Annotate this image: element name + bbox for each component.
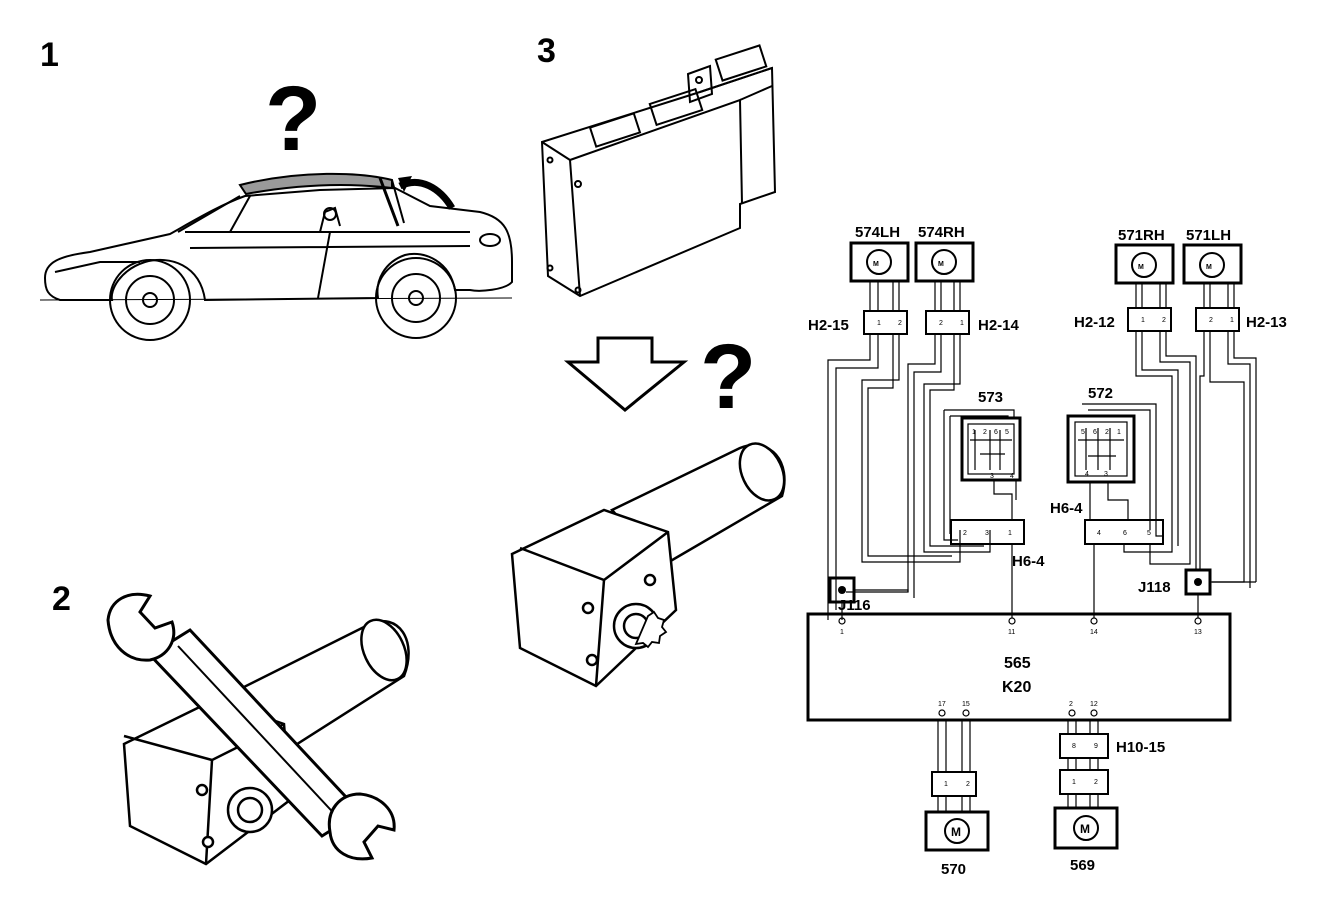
- pin-label: 4: [1085, 471, 1089, 478]
- pin-label: 2: [963, 530, 967, 537]
- pin-label: 2: [1209, 317, 1213, 324]
- connector-label-h2-13: H2-13: [1246, 314, 1287, 331]
- pin-label: 4: [1097, 530, 1101, 537]
- convertible-car-illustration: [39, 186, 513, 341]
- motor-symbol: M: [951, 825, 961, 839]
- connector-label-h10-15: H10-15: [1116, 739, 1165, 756]
- pin-label: 1: [1072, 779, 1076, 786]
- pin-label: 1: [1117, 429, 1121, 436]
- connector-h2-13: [1195, 307, 1240, 332]
- connector-h2-15: [863, 310, 908, 335]
- control-unit-code: K20: [1002, 679, 1031, 696]
- pin-label: 2: [939, 320, 943, 327]
- motor-symbol: M: [1206, 264, 1212, 271]
- pin-label: 5: [1081, 429, 1085, 436]
- connector-h2-12: [1127, 307, 1172, 332]
- motor-label-571rh: 571RH: [1118, 227, 1165, 244]
- splice-label-j118: J118: [1138, 579, 1171, 596]
- connector-h2-14: [925, 310, 970, 335]
- pin-label: 4: [1010, 473, 1014, 480]
- switch-573: [960, 416, 1022, 482]
- motor-symbol: M: [938, 261, 944, 268]
- motor-label-569: 569: [1070, 857, 1095, 874]
- pin-label: 17: [938, 701, 946, 708]
- pin-label: 2: [1069, 701, 1073, 708]
- pin-label: 2: [983, 429, 987, 436]
- pin-label: 15: [962, 701, 970, 708]
- motor-label-574lh: 574LH: [855, 224, 900, 241]
- connector-label-h2-15: H2-15: [808, 317, 849, 334]
- pin-label: 2: [1162, 317, 1166, 324]
- wrench-icon: [106, 592, 396, 861]
- control-unit-565-k20: [806, 612, 1232, 722]
- pin-label: 2: [898, 320, 902, 327]
- roof-motion-arrow-icon: [398, 176, 456, 210]
- pin-label: 6: [1093, 429, 1097, 436]
- switch-label-572: 572: [1088, 385, 1113, 402]
- pin-label: 3: [990, 473, 994, 480]
- connector-label-h2-12: H2-12: [1074, 314, 1115, 331]
- connector-label-h2-14: H2-14: [978, 317, 1020, 334]
- pin-label: 8: [1072, 743, 1076, 750]
- motor-symbol: M: [1080, 822, 1090, 836]
- pin-label: 3: [1104, 471, 1108, 478]
- down-arrow-icon: [563, 336, 689, 412]
- pin-label: 6: [994, 429, 998, 436]
- motor-label-570: 570: [941, 861, 966, 878]
- step-number-3: 3: [537, 32, 556, 70]
- motor-570: M: [924, 810, 990, 852]
- pin-label: 1: [944, 781, 948, 788]
- pin-label: 3: [985, 530, 989, 537]
- pin-label: 6: [1123, 530, 1127, 537]
- control-unit-number: 565: [1004, 655, 1031, 672]
- motor-571lh: M: [1182, 243, 1243, 285]
- pin-label: 2: [1094, 779, 1098, 786]
- connector-h10-15: [1059, 733, 1109, 759]
- motor-571rh: M: [1114, 243, 1175, 285]
- pin-label: 2: [1105, 429, 1109, 436]
- switch-572: [1066, 414, 1136, 484]
- connector-h6-4-left: [950, 519, 1025, 545]
- splice-label-j116: J116: [838, 597, 871, 614]
- step-number-1: 1: [40, 36, 59, 74]
- connector-lower-right: [1059, 769, 1109, 795]
- pin-label: 5: [1147, 530, 1151, 537]
- pin-label: 1: [1141, 317, 1145, 324]
- motor-symbol: M: [1138, 264, 1144, 271]
- folding-roof-illustration: [238, 172, 405, 227]
- pin-label: 14: [1090, 629, 1098, 636]
- question-mark-car: ?: [265, 68, 321, 170]
- connector-lower-left: [931, 771, 977, 797]
- actuator-motor-illustration: [510, 442, 786, 688]
- motor-symbol: M: [873, 261, 879, 268]
- pin-label: 9: [1094, 743, 1098, 750]
- motor-574rh: M: [914, 241, 975, 283]
- motor-label-571lh: 571LH: [1186, 227, 1231, 244]
- pin-label: 5: [1005, 429, 1009, 436]
- wiring-diagram: 574LH 574RH 571RH 571LH M M M M: [806, 224, 1287, 878]
- step-number-2: 2: [52, 580, 71, 618]
- pin-label: 1: [960, 320, 964, 327]
- pin-label: 13: [1194, 629, 1202, 636]
- pin-label: 1: [840, 629, 844, 636]
- pin-label: 1: [1230, 317, 1234, 324]
- pin-label: 12: [1090, 701, 1098, 708]
- pin-label: 2: [966, 781, 970, 788]
- pin-label: 1: [972, 429, 976, 436]
- pin-label: 1: [877, 320, 881, 327]
- question-mark-actuator: ?: [700, 326, 756, 428]
- motor-label-574rh: 574RH: [918, 224, 965, 241]
- motor-574lh: M: [849, 241, 910, 283]
- connector-label-h6-4-left: H6-4: [1012, 553, 1045, 570]
- control-module-illustration: [540, 44, 777, 298]
- pin-label: 11: [1008, 629, 1015, 636]
- connector-label-h6-4-right: H6-4: [1050, 500, 1083, 517]
- switch-label-573: 573: [978, 389, 1003, 406]
- motor-569: M: [1053, 806, 1119, 850]
- pin-label: 1: [1008, 530, 1012, 537]
